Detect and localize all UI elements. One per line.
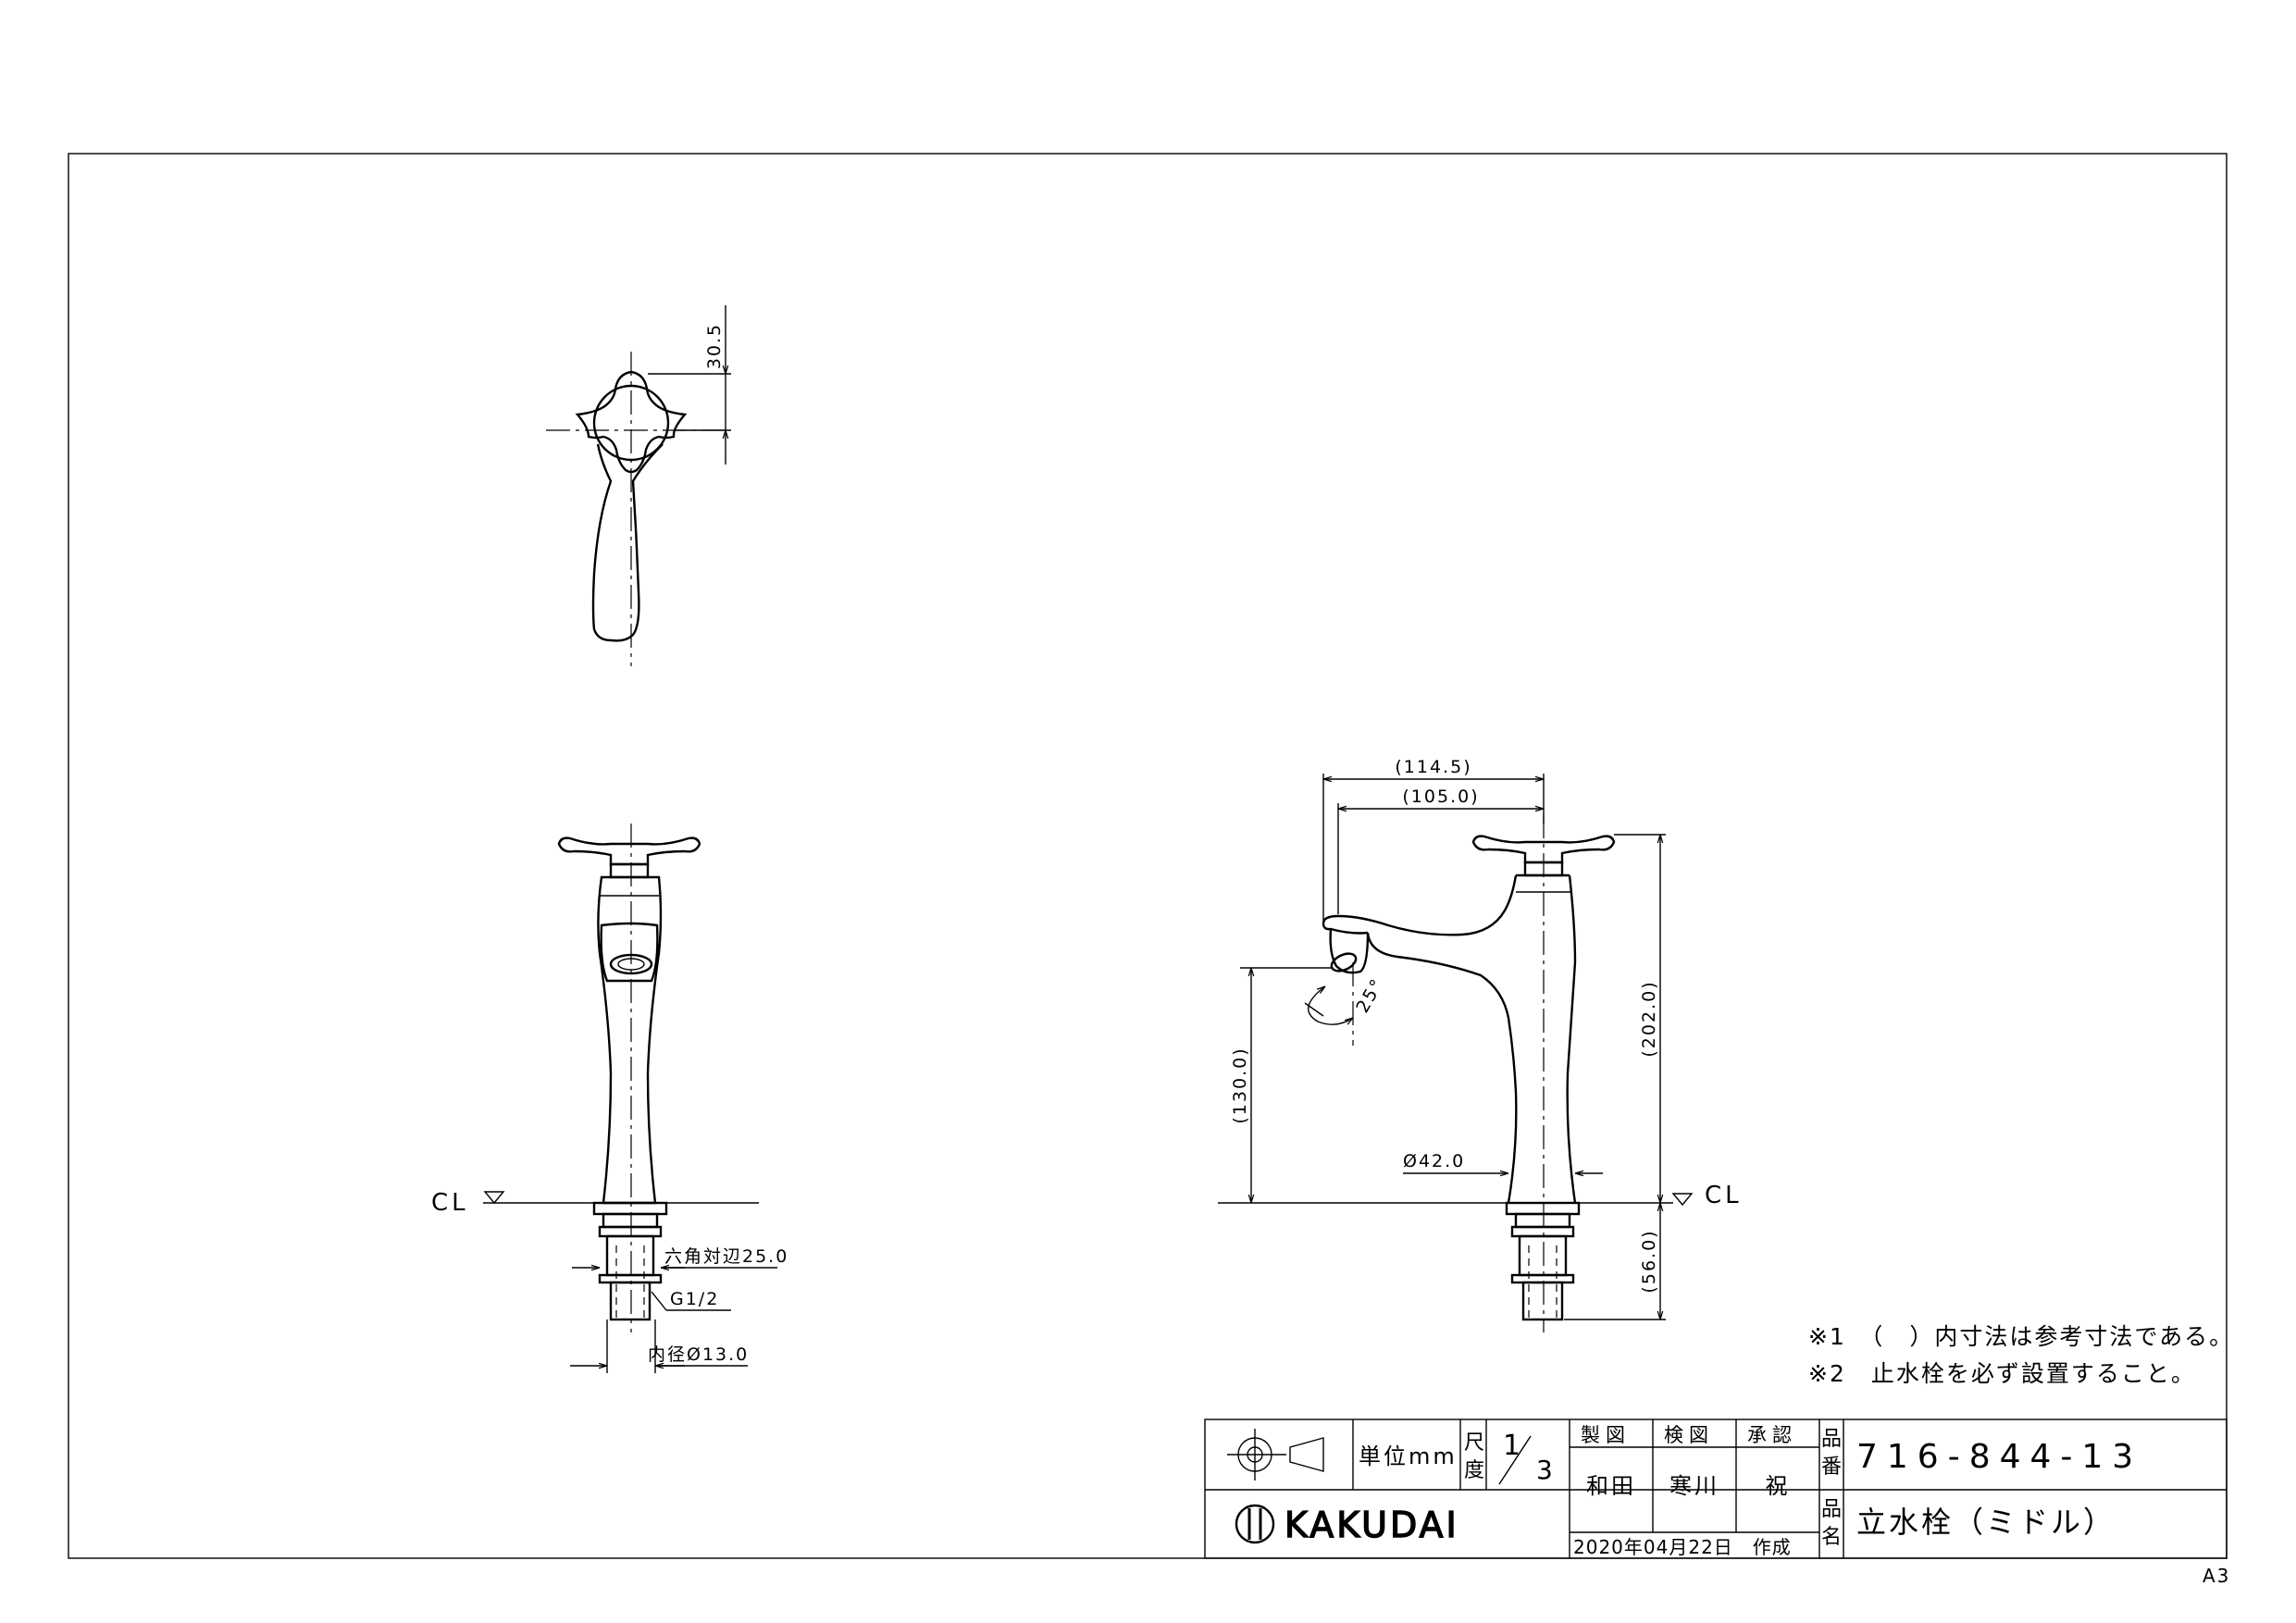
title-block: 単位mm 尺 度 1 3 製図 検図 承認 和田 寒川 祝 2020年04月22… — [1204, 1419, 2228, 1559]
note-1: ※1 （ ）内寸法は参考寸法である。 — [1808, 1323, 2234, 1350]
dim-spout-height: (130.0) — [1230, 1047, 1250, 1123]
dim-inner-diameter: 内径Ø13.0 — [648, 1344, 749, 1365]
dim-thread: G1/2 — [670, 1289, 719, 1309]
name-approved: 祝 — [1766, 1473, 1791, 1499]
dim-reach-outer: (114.5) — [1395, 757, 1471, 777]
role-drafted: 製図 — [1581, 1424, 1631, 1446]
drawing-border — [68, 153, 2228, 1559]
part-no-label-top: 品 — [1821, 1428, 1842, 1451]
name-label-bottom: 名 — [1821, 1526, 1842, 1549]
top-view: 30.5 — [546, 305, 731, 666]
dim-spout-angle: 25° — [1352, 974, 1388, 1016]
scale-label-bottom: 度 — [1464, 1459, 1484, 1482]
front-view: CL 六角対辺25.0 G1/2 内径Ø13.0 — [431, 824, 788, 1373]
dim-hex-nut: 六角対辺25.0 — [664, 1246, 788, 1267]
cl-label-left: CL — [431, 1189, 469, 1217]
scale-label-top: 尺 — [1464, 1431, 1484, 1455]
unit-label: 単位mm — [1359, 1443, 1458, 1469]
dim-handle-height: 30.5 — [704, 323, 725, 369]
name-label-top: 品 — [1821, 1498, 1842, 1521]
kakudai-logo: KAKUDAI — [1235, 1504, 1459, 1546]
part-no-label-bottom: 番 — [1821, 1456, 1842, 1479]
sheet-size: A3 — [2203, 1565, 2230, 1587]
side-view: 25° CL (114.5) (105.0) (130.0) (202.0) — [1218, 757, 1743, 1332]
role-approved: 承認 — [1747, 1424, 1797, 1446]
date-created: 2020年04月22日 作成 — [1573, 1536, 1792, 1558]
scale-numerator: 1 — [1503, 1430, 1520, 1462]
name-drafted: 和田 — [1586, 1473, 1636, 1499]
role-checked: 検図 — [1664, 1424, 1714, 1446]
part-number: 716-844-13 — [1856, 1438, 2142, 1476]
dim-reach-inner: (105.0) — [1402, 787, 1479, 807]
name-checked: 寒川 — [1669, 1473, 1719, 1499]
dim-overall-height: (202.0) — [1639, 980, 1659, 1057]
cl-label-right: CL — [1705, 1182, 1743, 1209]
product-name: 立水栓（ミドル） — [1856, 1505, 2116, 1540]
dim-shank-length: (56.0) — [1639, 1229, 1659, 1293]
note-2: ※2 止水栓を必ず設置すること。 — [1808, 1360, 2196, 1387]
company-name: KAKUDAI — [1285, 1505, 1459, 1545]
scale-denominator: 3 — [1536, 1455, 1553, 1485]
dim-base-diameter: Ø42.0 — [1403, 1151, 1465, 1171]
third-angle-projection-icon — [1227, 1429, 1324, 1481]
